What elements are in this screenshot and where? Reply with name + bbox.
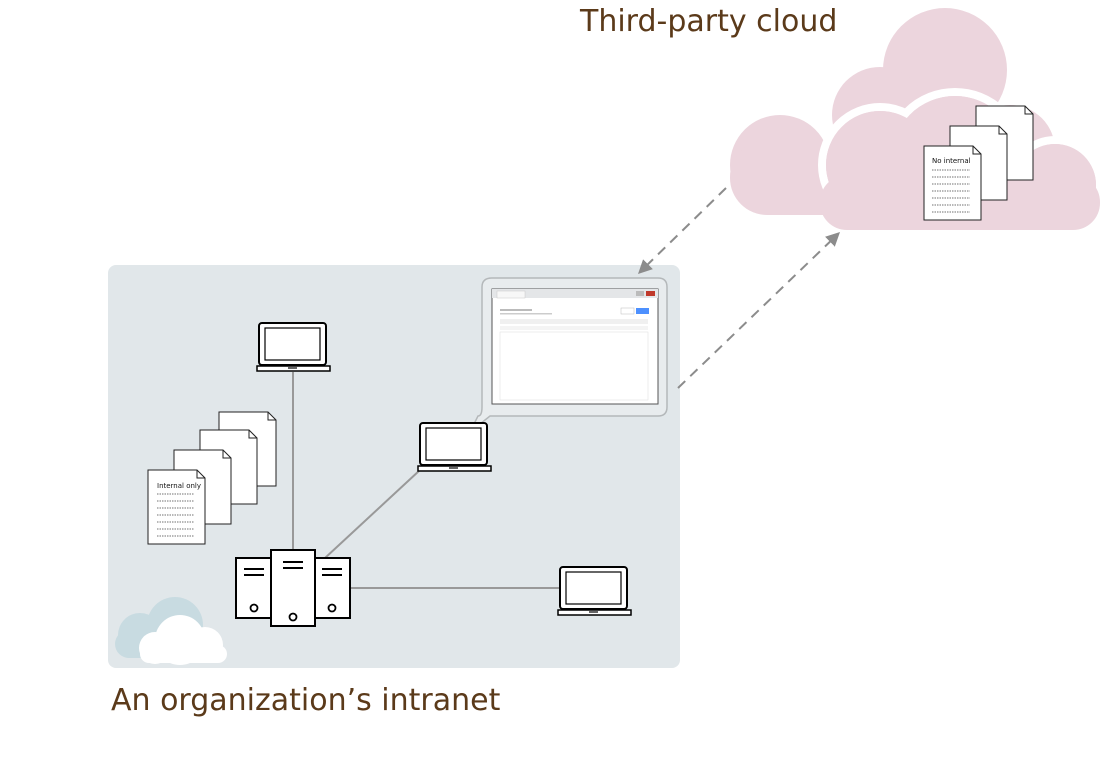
laptop-middle-icon [417,422,492,472]
small-cloud-icon [115,597,227,665]
cloud-title: Third-party cloud [580,4,838,39]
browser-callout [469,277,668,433]
server-right-icon [313,557,351,619]
intranet-document-label: Internal only [157,482,201,490]
third-party-cloud-icon [730,8,1103,234]
server-left-icon [235,557,273,619]
intranet-document-1: Internal only [147,469,206,545]
server-center-icon [270,549,316,627]
laptop-top-icon [256,322,331,372]
browser-window-icon [491,288,659,405]
intranet-title: An organization’s intranet [111,683,501,718]
cloud-document-stack-icon: No internal [923,105,1034,221]
upload-arrow [677,232,841,389]
cloud-document-label: No internal [932,157,971,165]
server-to-laptop-middle-line [324,469,421,559]
laptop-right-icon [557,566,632,616]
download-arrow [637,187,727,274]
intranet-document-stack-icon: Internal only [147,411,277,545]
server-cluster-icon [235,549,351,627]
cloud-document-front: No internal [923,145,982,221]
network-connections [292,372,560,589]
